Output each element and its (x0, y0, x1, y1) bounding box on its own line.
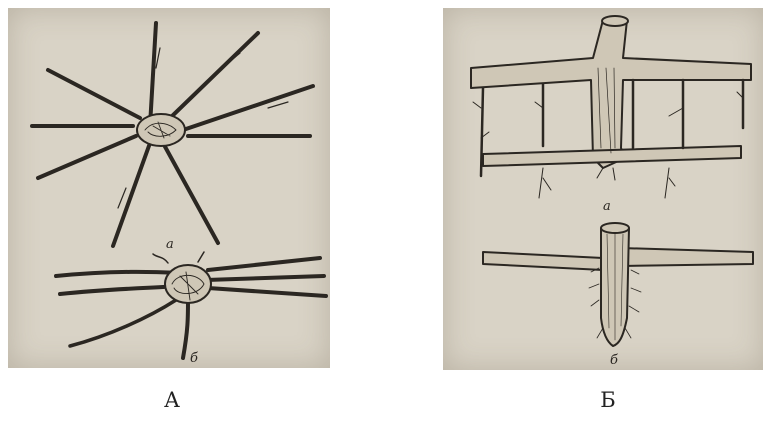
left-illustration-photo: а б (8, 8, 330, 368)
right-illustration-photo: а б (443, 8, 763, 370)
bottom-taproot-opening (601, 223, 629, 233)
label-a-top: а (166, 237, 174, 252)
top-taproot-opening (602, 16, 628, 26)
left-root-drawing: а б (8, 8, 330, 368)
right-root-drawing: а б (443, 8, 763, 370)
caption-right: Б (600, 388, 615, 412)
label-b-bottom: б (190, 351, 198, 366)
bottom-root-system (483, 223, 753, 346)
label-a-top-right: а (603, 199, 611, 214)
top-root-system (471, 16, 751, 198)
caption-left: А (164, 388, 180, 412)
label-b-bottom-right: б (610, 353, 618, 368)
